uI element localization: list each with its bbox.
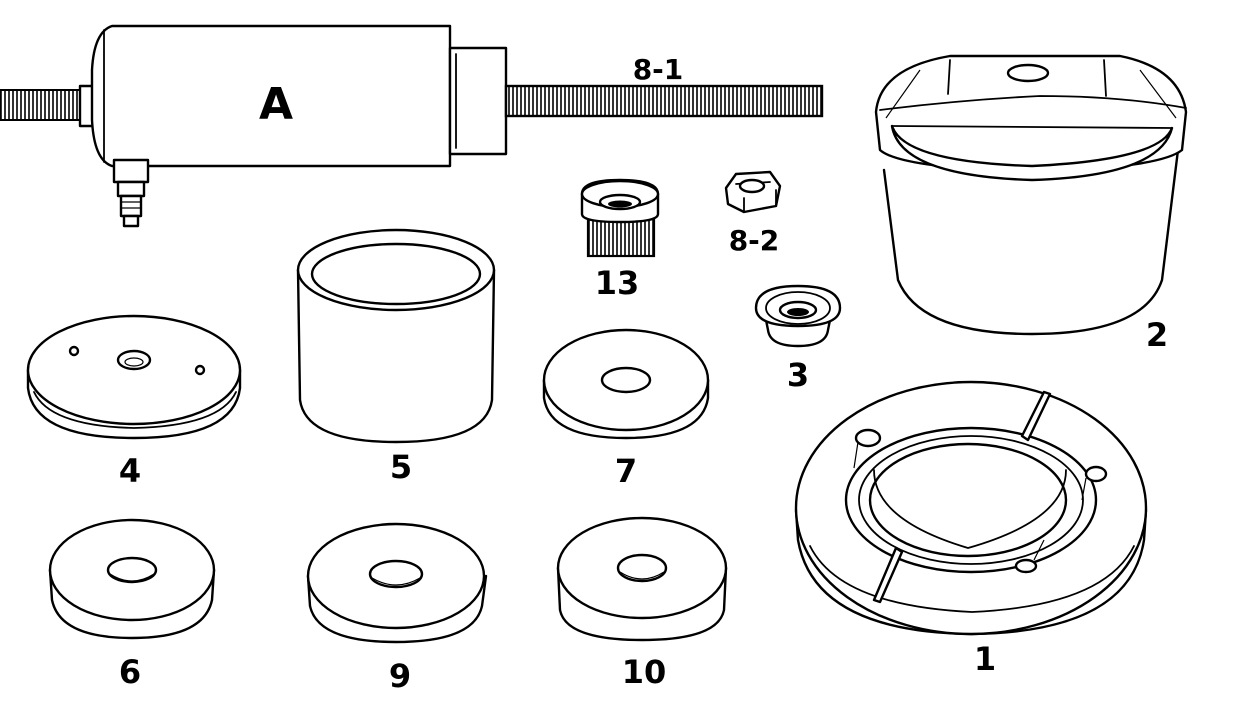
label-5: 5 [390, 448, 412, 486]
part-1-split-ring [794, 380, 1148, 636]
label-4: 4 [119, 452, 141, 490]
part-4-plate [26, 314, 242, 440]
label-6: 6 [119, 653, 141, 691]
threaded-rod-8-1 [504, 84, 824, 118]
nut-8-2 [724, 170, 782, 214]
part-9-ring [306, 522, 488, 644]
label-8-2: 8-2 [729, 224, 780, 257]
part-5-sleeve [296, 228, 496, 444]
part-2-cup [874, 54, 1188, 336]
label-3: 3 [787, 356, 809, 394]
part-3-bushing [754, 284, 842, 348]
label-8-1: 8-1 [633, 53, 684, 86]
part-10-ring [556, 516, 728, 642]
label-a: A [259, 79, 293, 130]
label-1: 1 [974, 640, 996, 678]
label-2: 2 [1146, 316, 1168, 354]
part-6-ring [48, 518, 216, 640]
label-13: 13 [595, 264, 640, 302]
hydraulic-cylinder-a [0, 24, 508, 228]
adapter-13 [580, 178, 660, 258]
label-7: 7 [615, 452, 637, 490]
part-7-plate [542, 328, 710, 440]
label-9: 9 [389, 657, 411, 695]
label-10: 10 [622, 653, 667, 691]
